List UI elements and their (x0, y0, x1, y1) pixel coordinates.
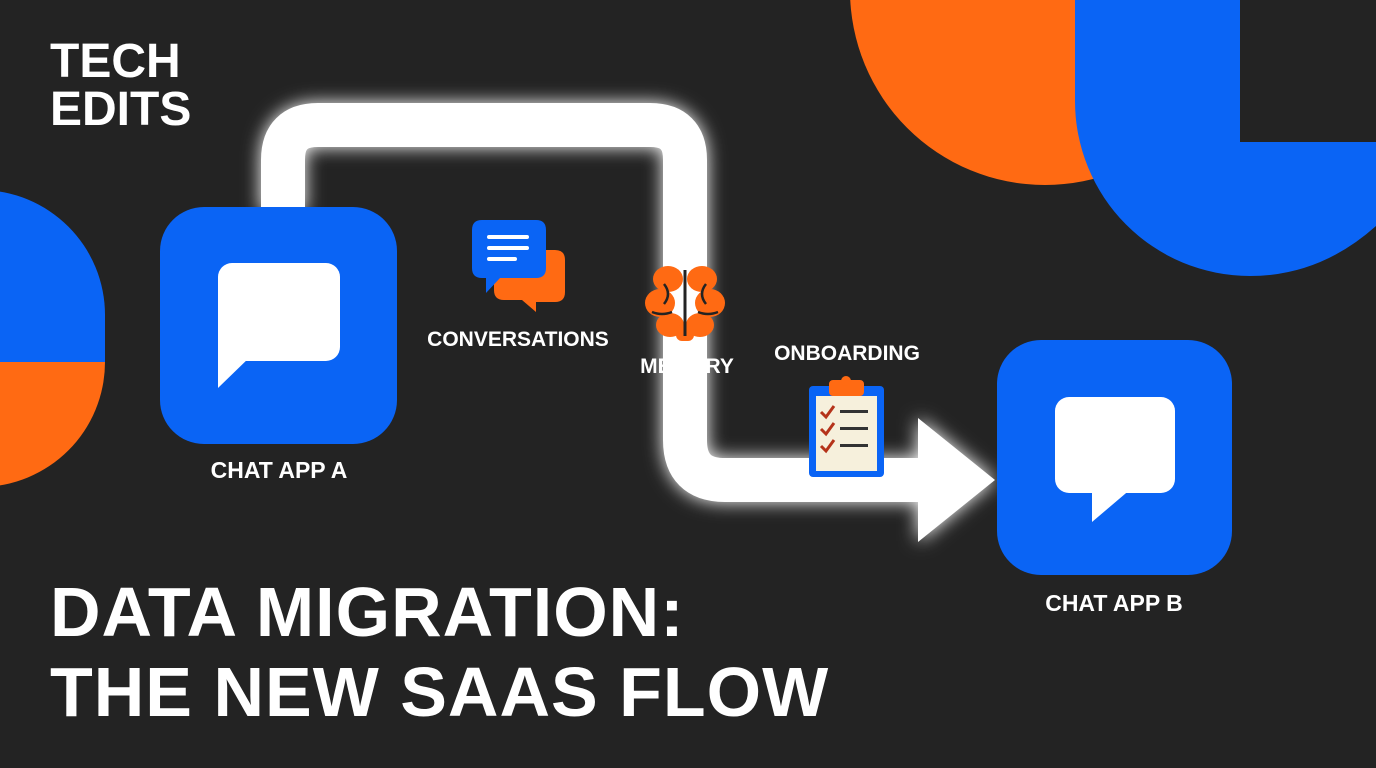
conversations-label: CONVERSATIONS (427, 328, 609, 351)
headline: DATA MIGRATION: THE NEW SAAS FLOW (50, 572, 829, 732)
flow-arrowhead (918, 418, 995, 542)
decor-blue-quarter (0, 191, 105, 362)
brain-icon (645, 266, 725, 341)
clipboard-checklist-icon (809, 376, 884, 477)
headline-line-1: DATA MIGRATION: (50, 573, 685, 651)
decor-top-right (850, 0, 1376, 276)
brand-logo: TECH EDITS (50, 38, 191, 134)
chat-app-a-tile (160, 207, 397, 444)
flow-connector-line (261, 103, 925, 502)
chat-bubble-icon (1055, 397, 1175, 522)
chat-bubble-icon (218, 263, 340, 388)
chat-app-b-tile (997, 340, 1232, 575)
memory-label: MEMORY (640, 355, 734, 378)
chat-app-b-label: CHAT APP B (1045, 590, 1183, 616)
chat-app-a-label: CHAT APP A (210, 457, 348, 483)
decor-orange-quarter (0, 362, 105, 486)
decor-left (0, 191, 105, 486)
chat-bubbles-icon (472, 220, 565, 312)
decor-cutout (1240, 0, 1376, 142)
brand-line-2: EDITS (50, 83, 192, 136)
flow-path (261, 103, 995, 542)
onboarding-label: ONBOARDING (774, 342, 920, 365)
brand-line-1: TECH (50, 35, 181, 88)
headline-line-2: THE NEW SAAS FLOW (50, 653, 830, 731)
